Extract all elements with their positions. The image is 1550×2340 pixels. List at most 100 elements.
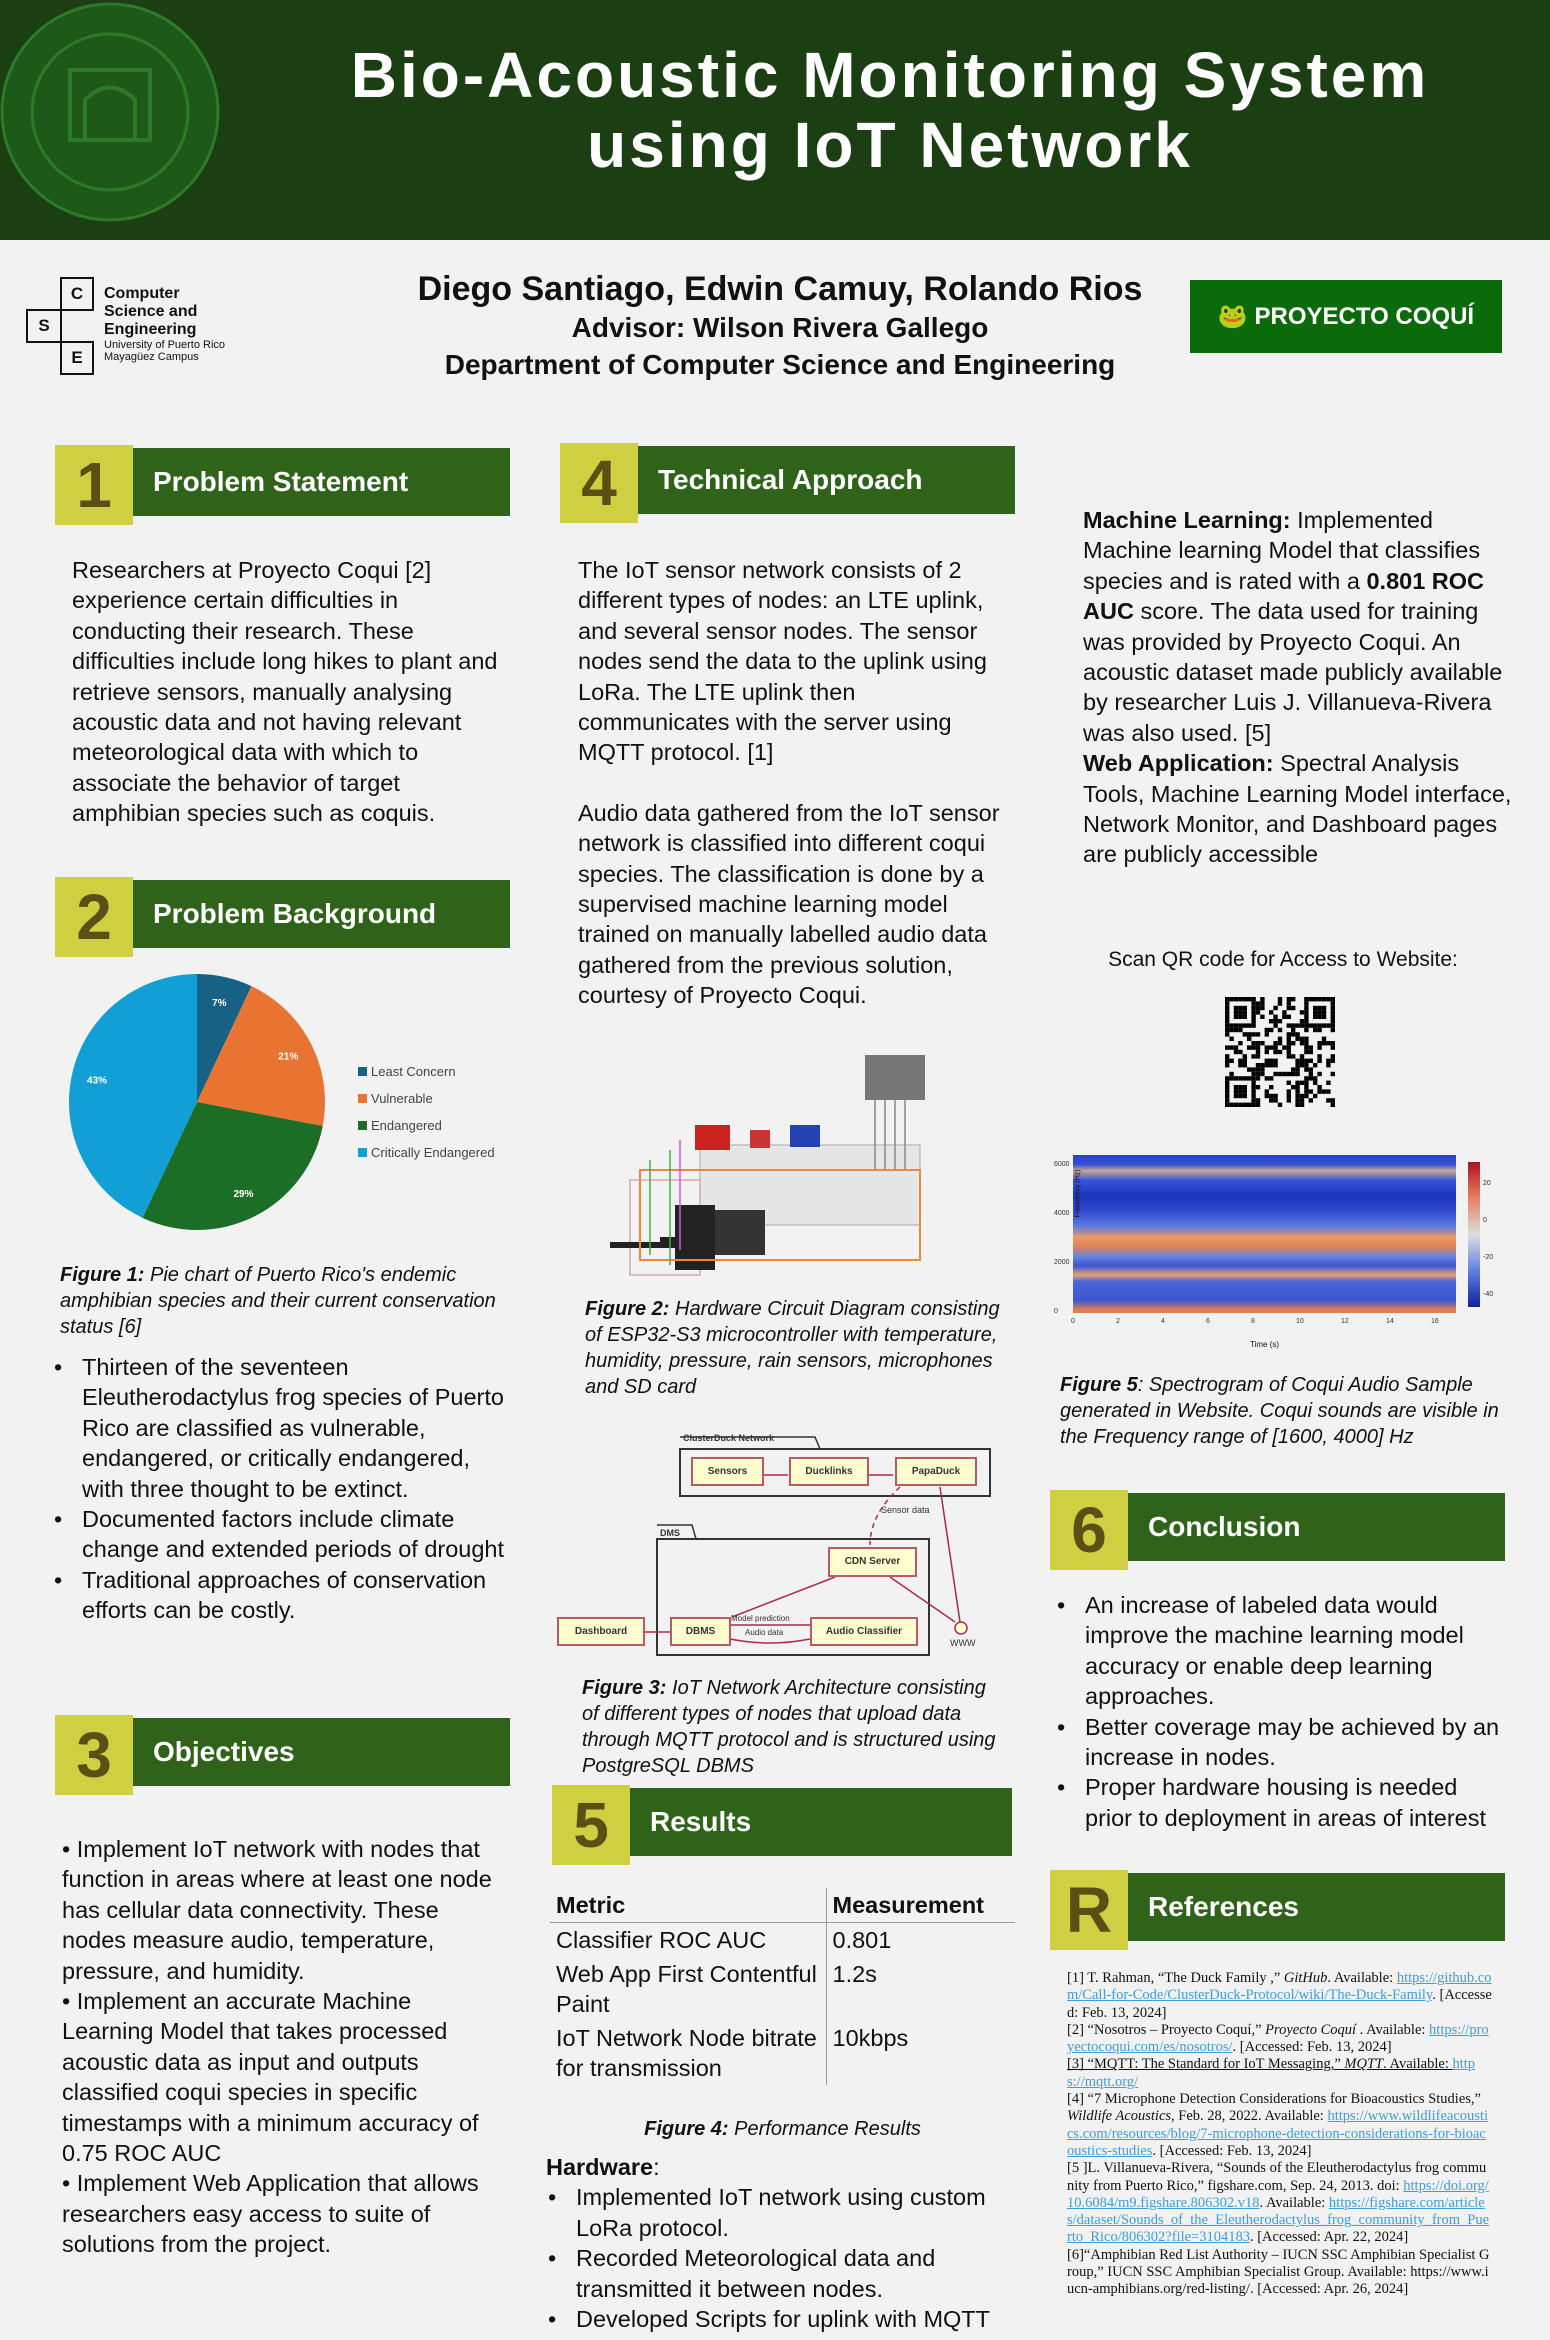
text: Wildlife Acoustics xyxy=(1067,2108,1172,2125)
qr-module xyxy=(1225,1076,1230,1081)
qr-module xyxy=(1264,1063,1269,1068)
reference-link[interactable]: https://doi.org/10.6084/m9.figshare.8063… xyxy=(1067,2177,1489,2211)
caption-text: : Spectrogram of Coqui Audio Sample gene… xyxy=(1060,1374,1499,1448)
qr-module xyxy=(1255,1063,1261,1068)
section-number: 5 xyxy=(552,1785,630,1865)
qr-module xyxy=(1238,1027,1243,1033)
qr-module xyxy=(1299,1041,1305,1046)
qr-module xyxy=(1295,1036,1300,1041)
qr-module xyxy=(1251,1098,1256,1103)
qr-module xyxy=(1269,1058,1274,1063)
qr-module xyxy=(1273,1063,1278,1068)
qr-module xyxy=(1251,1085,1256,1090)
qr-module xyxy=(1304,1080,1309,1085)
pie-slice-vulnerable xyxy=(197,986,325,1126)
qr-module xyxy=(1308,1023,1313,1028)
qr-module xyxy=(1304,1036,1309,1041)
qr-module xyxy=(1255,1049,1261,1055)
column-header: Metric xyxy=(550,1888,827,1923)
qr-module xyxy=(1273,1058,1278,1063)
qr-module xyxy=(1295,1102,1300,1107)
qr-module xyxy=(1273,1023,1278,1028)
qr-module xyxy=(1308,1089,1313,1094)
qr-module xyxy=(1291,1041,1296,1046)
qr-module xyxy=(1304,1049,1309,1055)
qr-module xyxy=(1233,1014,1239,1019)
qr-module xyxy=(1313,1005,1318,1011)
text: MQTT xyxy=(1344,2056,1384,2073)
ml-label: Machine Learning: xyxy=(1083,507,1291,533)
paragraph: Audio data gathered from the IoT sensor … xyxy=(578,799,1000,1009)
qr-module xyxy=(1269,1019,1274,1024)
qr-module xyxy=(1238,1093,1243,1099)
qr-module xyxy=(1229,1027,1234,1033)
qr-code[interactable] xyxy=(1225,997,1337,1115)
qr-module xyxy=(1238,1102,1243,1107)
qr-module xyxy=(1304,1085,1309,1090)
qr-module xyxy=(1299,1093,1305,1099)
qr-module xyxy=(1330,1098,1335,1103)
text: . [Accessed: Feb. 13, 2024] xyxy=(1067,1987,1492,2021)
qr-module xyxy=(1264,1049,1269,1055)
qr-module xyxy=(1291,1067,1296,1072)
caption-text: Hardware Circuit Diagram consisting of E… xyxy=(585,1298,1000,1398)
iot-architecture-diagram: ClusterDuck Network DMS Sensors Ducklink… xyxy=(550,1425,1010,1675)
logo-letter: C xyxy=(60,277,94,311)
caption-text: Performance Results xyxy=(728,2118,921,2140)
qr-module xyxy=(1317,1041,1322,1046)
pie-slice-endangered xyxy=(142,1102,323,1230)
qr-module xyxy=(1304,1089,1309,1094)
section-number: 2 xyxy=(55,877,133,957)
objectives-list: • Implement IoT network with nodes that … xyxy=(62,1834,502,2260)
reference-link[interactable]: https://github.com/Call-for-Code/Cluster… xyxy=(1067,1970,1492,2004)
web-label: Web Application: xyxy=(1083,750,1274,777)
qr-module xyxy=(1251,1041,1256,1046)
qr-module xyxy=(1299,1023,1305,1028)
qr-module xyxy=(1321,1023,1327,1028)
qr-module xyxy=(1238,1010,1243,1015)
colon: : xyxy=(653,2154,660,2180)
qr-module xyxy=(1299,1102,1305,1107)
text: score. The data used for training was pr… xyxy=(1083,598,1503,746)
reference-link[interactable]: https://proyectocoqui.com/es/nosotros/ xyxy=(1067,2021,1489,2056)
logo-letter: S xyxy=(26,309,62,343)
qr-module xyxy=(1304,1001,1309,1006)
qr-module xyxy=(1308,1045,1313,1050)
qr-module xyxy=(1330,1023,1335,1028)
metric-cell: Web App First Contentful Paint xyxy=(550,1957,827,2021)
qr-module xyxy=(1308,1049,1313,1055)
qr-module xyxy=(1269,1010,1274,1015)
qr-module xyxy=(1251,1014,1256,1019)
qr-module xyxy=(1304,1093,1309,1099)
qr-module xyxy=(1277,1019,1283,1024)
text: [4] “7 Microphone Detection Consideratio… xyxy=(1067,2091,1481,2108)
legend-swatch xyxy=(358,1121,367,1130)
qr-module xyxy=(1264,1076,1269,1081)
qr-module xyxy=(1225,1058,1230,1063)
qr-module xyxy=(1247,1067,1252,1072)
qr-module xyxy=(1291,1032,1296,1037)
bullet-item: Proper hardware housing is needed prior … xyxy=(1055,1772,1505,1833)
caption-text: IoT Network Architecture consisting of d… xyxy=(582,1677,996,1777)
logo-text: Computer Science and Engineering Univers… xyxy=(104,285,225,363)
qr-module xyxy=(1242,1014,1247,1019)
reference-link[interactable]: https://www.wildlifeacoustics.com/resour… xyxy=(1067,2108,1489,2159)
qr-module xyxy=(1313,1076,1318,1081)
reference-link[interactable]: https://mqtt.org/ xyxy=(1067,2056,1476,2090)
section-number: 4 xyxy=(560,443,638,523)
qr-module xyxy=(1242,1063,1247,1068)
section-title: Results xyxy=(630,1788,1012,1856)
qr-module xyxy=(1273,1093,1278,1099)
qr-module xyxy=(1233,1049,1239,1055)
reference-6: [6]“Amphibian Red List Authority – IUCN … xyxy=(1067,2246,1490,2298)
section-header-conclusion: 6 Conclusion xyxy=(1050,1490,1505,1570)
colorbar-tick-label: -40 xyxy=(1483,1291,1494,1298)
section-header-objectives: 3 Objectives xyxy=(55,1715,510,1795)
qr-module xyxy=(1269,1098,1274,1103)
section-header-problem-statement: 1 Problem Statement xyxy=(55,445,510,525)
qr-module xyxy=(1242,1058,1247,1063)
reference-link[interactable]: https://figshare.com/articles/dataset/So… xyxy=(1067,2194,1490,2246)
qr-module xyxy=(1264,1045,1269,1050)
qr-module xyxy=(1304,1005,1309,1011)
text: . [Accessed: Feb. 13, 2024] xyxy=(1232,2039,1392,2056)
